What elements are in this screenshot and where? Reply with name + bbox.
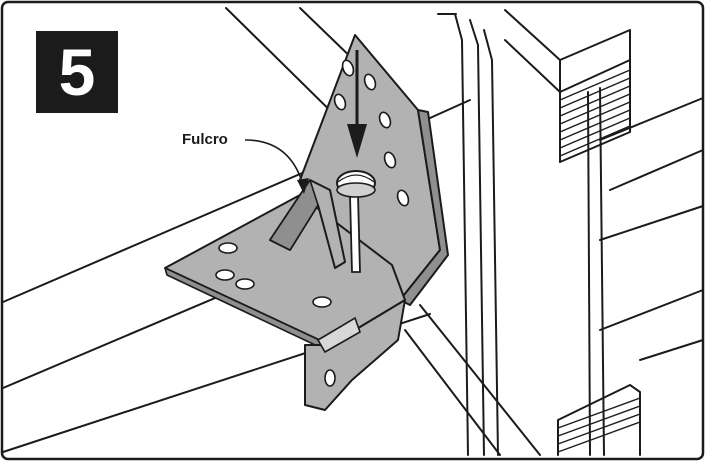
side-beams	[599, 97, 704, 361]
insert-arrow-icon	[347, 50, 367, 158]
stacked-lumber-upper	[504, 9, 631, 456]
nail-holes	[215, 59, 410, 387]
callout-leader-arrow-icon	[244, 139, 309, 194]
fulcrum-callout-label: Fulcro	[182, 131, 228, 148]
vertical-post	[437, 13, 499, 456]
fulcrum-tab	[269, 179, 346, 269]
carriage-bolt	[336, 170, 376, 273]
step-number-badge: 5	[36, 31, 118, 113]
stacked-lumber-lower	[557, 384, 641, 456]
